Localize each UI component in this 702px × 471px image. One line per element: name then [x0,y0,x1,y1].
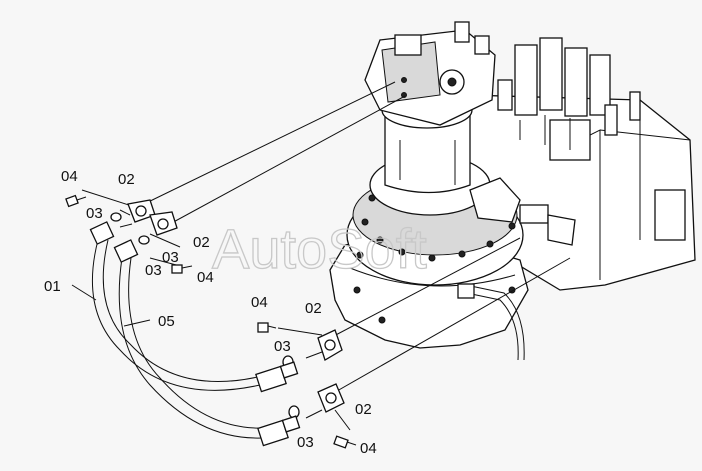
part-label: 02 [305,300,322,317]
part-label: 03 [297,434,314,451]
part-label: 05 [158,313,175,330]
part-label: 04 [251,294,268,311]
part-label: 02 [355,401,372,418]
part-label: 04 [360,440,377,457]
part-label: 04 [197,269,214,286]
watermark-text: AutoSoft [212,217,427,280]
part-label: 03 [145,262,162,279]
part-label: 02 [193,234,210,251]
part-labels: 04 02 03 03 02 03 04 01 05 04 02 03 02 0… [44,168,377,457]
part-label: 02 [118,171,135,188]
part-label: 01 [44,278,61,295]
part-label: 04 [61,168,78,185]
part-label: 03 [274,338,291,355]
part-label: 03 [162,249,179,266]
hose-assemblies [89,221,301,447]
part-label: 03 [86,205,103,222]
hardware-parts [65,194,357,449]
swing-motor-assembly [329,21,576,361]
